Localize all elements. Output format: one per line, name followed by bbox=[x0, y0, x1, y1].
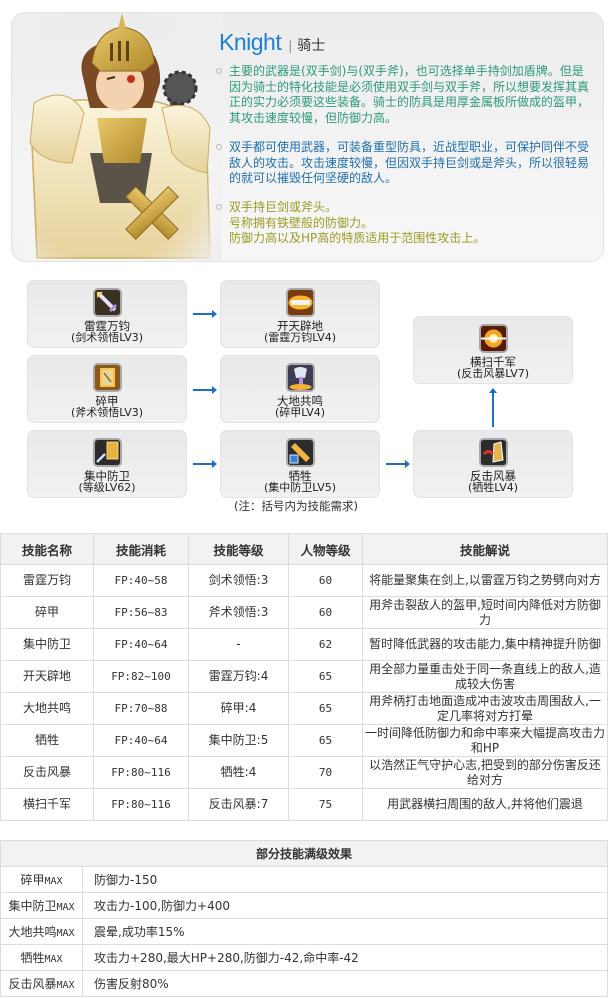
skill-node-dadi[interactable]: 大地共鸣 (碎甲LV4) bbox=[220, 355, 380, 423]
counter-hand-icon bbox=[479, 438, 508, 467]
table-header-row: 技能名称 技能消耗 技能等级 人物等级 技能解说 bbox=[0, 533, 608, 565]
knight-portrait bbox=[12, 13, 222, 261]
col-skill-cost: 技能消耗 bbox=[93, 533, 189, 565]
axe-quake-icon bbox=[286, 363, 315, 392]
burst-icon bbox=[479, 324, 508, 353]
skill-node-suijia[interactable]: 碎甲 (斧术领悟LV3) bbox=[27, 355, 187, 423]
table-row: 集中防卫 FP:40~64 - 62 暂时降低武器的攻击能力,集中精神提升防御 bbox=[0, 628, 608, 661]
blazing-sword-icon bbox=[286, 288, 315, 317]
table-row: 碎甲MAX 防御力-150 bbox=[0, 866, 609, 893]
tree-note: (注：括号内为技能需求) bbox=[234, 499, 358, 513]
col-skill-level: 技能等级 bbox=[188, 533, 289, 565]
arrow-right-icon bbox=[193, 460, 217, 468]
bullet-icon bbox=[216, 144, 222, 150]
class-name-cn: 骑士 bbox=[297, 38, 326, 54]
arrow-right-icon bbox=[386, 460, 410, 468]
skills-table: 技能名称 技能消耗 技能等级 人物等级 技能解说 雷霆万钧 FP:40~58 剑… bbox=[0, 533, 608, 821]
table-row: 集中防卫MAX 攻击力-100,防御力+400 bbox=[0, 892, 609, 919]
max-effects-table: 部分技能满级效果 碎甲MAX 防御力-150 集中防卫MAX 攻击力-100,防… bbox=[0, 840, 609, 997]
table-header-row: 部分技能满级效果 bbox=[0, 840, 609, 867]
skill-node-kaitian[interactable]: 开天辟地 (雷霆万钧LV4) bbox=[220, 280, 380, 348]
class-intro-card: Knight | 骑士 主要的武器是(双手剑)与(双手斧)，也可选择单手持剑加盾… bbox=[11, 12, 604, 262]
sacrifice-icon bbox=[286, 438, 315, 467]
skill-node-xisheng[interactable]: 牺牲 (集中防卫LV5) bbox=[220, 430, 380, 498]
table-row: 横扫千军 FP:80~116 反击风暴:7 75 用武器横扫周围的敌人,并将他们… bbox=[0, 788, 608, 821]
max-effects-title: 部分技能满级效果 bbox=[0, 840, 609, 867]
arrow-up-icon bbox=[489, 388, 497, 427]
table-row: 反击风暴MAX 伤害反射80% bbox=[0, 970, 609, 997]
skill-node-hengsao[interactable]: 横扫千军 (反击风暴LV7) bbox=[413, 316, 573, 384]
col-skill-desc: 技能解说 bbox=[362, 533, 608, 565]
intro-paragraph-role: 双手都可使用武器，可装备重型防具，近战型职业，可保护同伴不受敌人的攻击。攻击速度… bbox=[216, 140, 595, 187]
table-row: 大地共鸣MAX 震晕,成功率15% bbox=[0, 918, 609, 945]
skill-node-leiting[interactable]: 雷霆万钧 (剑术领悟LV3) bbox=[27, 280, 187, 348]
intro-paragraph-summary: 双手持巨剑或斧头。 号称拥有铁壁般的防御力。 防御力高以及HP高的特质适用于范围… bbox=[216, 200, 595, 247]
table-row: 雷霆万钧 FP:40~58 剑术领悟:3 60 将能量聚集在剑上,以雷霆万钧之势… bbox=[0, 564, 608, 597]
table-row: 牺牲 FP:40~64 集中防卫:5 65 一时间降低防御力和命中率来大幅提高攻… bbox=[0, 724, 608, 757]
intro-paragraph-weapons: 主要的武器是(双手剑)与(双手斧)，也可选择单手持剑加盾牌。但是因为骑士的特化技… bbox=[216, 64, 595, 126]
title-separator: | bbox=[288, 39, 293, 53]
class-title: Knight | 骑士 bbox=[219, 29, 325, 56]
col-char-level: 人物等级 bbox=[288, 533, 363, 565]
table-row: 开天辟地 FP:82~100 雷霆万钧:4 65 用全部力量重击处于同一条直线上… bbox=[0, 660, 608, 693]
bullet-icon bbox=[216, 68, 222, 74]
sword-icon bbox=[93, 288, 122, 317]
shatter-armor-icon bbox=[93, 363, 122, 392]
skill-node-fanji[interactable]: 反击风暴 (牺牲LV4) bbox=[413, 430, 573, 498]
col-skill-name: 技能名称 bbox=[0, 533, 94, 565]
arrow-right-icon bbox=[193, 386, 217, 394]
skill-node-jizhong[interactable]: 集中防卫 (等级LV62) bbox=[27, 430, 187, 498]
table-row: 反击风暴 FP:80~116 牺牲:4 70 以浩然正气守护心志,把受到的部分伤… bbox=[0, 756, 608, 789]
class-name-en: Knight bbox=[219, 29, 282, 55]
table-row: 牺牲MAX 攻击力+280,最大HP+280,防御力-42,命中率-42 bbox=[0, 944, 609, 971]
arrow-right-icon bbox=[193, 310, 217, 318]
table-row: 大地共鸣 FP:70~88 碎甲:4 65 用斧柄打击地面造成冲击波攻击周围敌人… bbox=[0, 692, 608, 725]
shield-guard-icon bbox=[93, 438, 122, 467]
table-row: 碎甲 FP:56~83 斧术领悟:3 60 用斧击裂敌人的盔甲,短时间内降低对方… bbox=[0, 596, 608, 629]
bullet-icon bbox=[216, 204, 222, 210]
